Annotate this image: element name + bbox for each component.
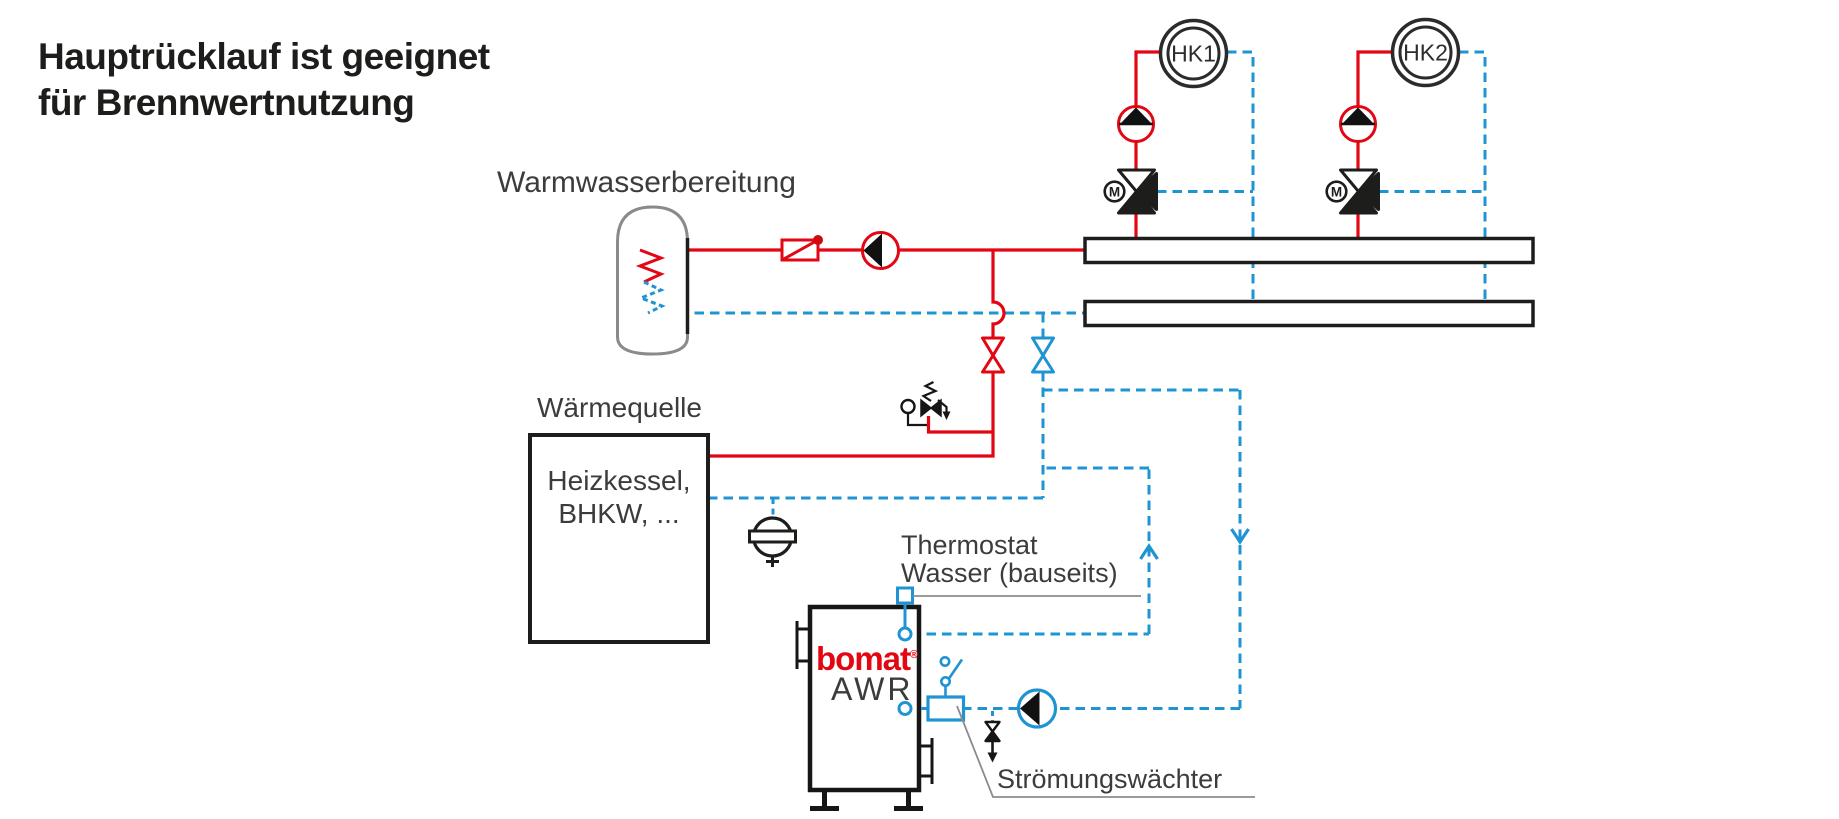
dhw-tank-body	[616, 205, 689, 356]
manifold-return-bar	[1083, 299, 1535, 328]
return-pipes	[648, 50, 1487, 722]
page-title-line2: für Brennwertnutzung	[38, 82, 415, 123]
label-flow-switch: Strömungswächter	[997, 764, 1223, 794]
boiler-left-flange	[795, 621, 810, 669]
safety-valve-spring	[921, 381, 939, 402]
page-title: Hauptrücklauf ist geeignet für Brennwert…	[38, 34, 490, 126]
awr-pump-icon	[1016, 688, 1058, 729]
boiler-legs	[810, 790, 923, 811]
label-heat-source-device-line1: Heizkessel,	[547, 465, 691, 496]
label-hk1: HK1	[1171, 40, 1216, 66]
brand-logo: bomat®	[816, 640, 918, 678]
hk1-circle-inner	[1166, 26, 1221, 81]
hk1-return-pipe	[1227, 50, 1255, 301]
hk1-motor-circle	[1103, 180, 1126, 203]
hk2-circle-inner	[1398, 25, 1453, 80]
label-thermostat-line1: Thermostat	[901, 530, 1038, 560]
pressure-gauge-icon	[900, 398, 916, 415]
model-label: AWR	[831, 671, 914, 707]
check-valve-icon	[780, 235, 823, 262]
boiler-right-flange	[919, 738, 934, 784]
manifold-supply-bar	[1083, 236, 1535, 265]
supply-pipe-drop-with-bridge	[991, 250, 1006, 338]
tank-return-coil-top	[636, 280, 666, 315]
hk2-pump-icon	[1339, 105, 1377, 143]
label-heat-source: Wärmequelle	[537, 392, 702, 423]
boiler-port-top	[897, 626, 913, 642]
shutoff-valve-blue-icon	[1031, 336, 1055, 374]
flow-switch-leader-line	[956, 705, 1255, 798]
expansion-vessel-icon	[748, 516, 797, 567]
brand-logo-text: bomat	[816, 640, 911, 677]
boiler-port-bottom	[897, 701, 913, 716]
flow-arrow-up-icon	[1139, 543, 1159, 560]
label-dhw: Warmwasserbereitung	[497, 166, 796, 199]
safety-group-icon	[900, 381, 951, 427]
hk2-motor-circle	[1325, 180, 1348, 203]
shutoff-valve-red-icon	[981, 336, 1005, 374]
hk1-mixing-valve-icon	[1103, 168, 1158, 215]
label-heat-source-device-line2: BHKW, ...	[558, 498, 680, 529]
brand-reg-mark: ®	[910, 649, 918, 661]
safety-valve-outlet	[937, 399, 948, 413]
drain-valve-icon	[984, 720, 1001, 763]
label-thermostat: Thermostat Wasser (bauseits)	[901, 531, 1118, 587]
page-title-line1: Hauptrücklauf ist geeignet	[38, 36, 490, 77]
dhw-tank	[616, 205, 690, 356]
hk1-group	[1103, 18, 1229, 215]
safety-group-branch	[926, 416, 993, 434]
supply-pipe-to-heat-source	[708, 372, 995, 458]
flow-arrow-down-icon	[1230, 528, 1250, 545]
label-hk2: HK2	[1403, 39, 1448, 65]
thermostat-sensor-icon	[896, 586, 914, 628]
hk2-mixing-valve-icon	[1325, 168, 1380, 215]
safety-valve-body	[920, 398, 942, 418]
heat-source-box	[528, 433, 710, 644]
switch-contact-lower	[939, 675, 951, 687]
label-hk2-motor: M	[1330, 184, 1343, 199]
label-heat-source-device: Heizkessel, BHKW, ...	[530, 464, 708, 530]
label-hk1-motor: M	[1108, 184, 1121, 199]
safety-valve-outlet-arrowhead	[942, 411, 951, 420]
tank-supply-coil	[635, 248, 666, 284]
flow-switch-icon	[926, 655, 966, 722]
hk1-pump-icon	[1117, 105, 1155, 143]
hk2-group	[1325, 17, 1461, 215]
dhw-pump-icon	[861, 231, 900, 270]
hk2-return-pipe	[1459, 50, 1487, 301]
label-thermostat-line2: Wasser (bauseits)	[901, 558, 1118, 588]
switch-contact-upper	[939, 655, 951, 667]
switch-lever	[947, 658, 964, 680]
